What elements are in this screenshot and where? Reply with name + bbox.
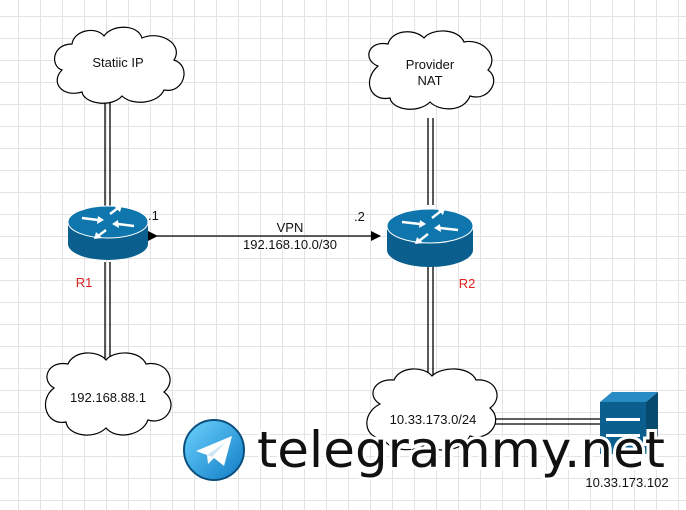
link-lan-to-server (490, 418, 600, 425)
cloud-r1-lan (44, 352, 172, 436)
cloud-provider-nat (368, 30, 495, 110)
nat-label: NAT (417, 73, 442, 88)
telegram-logo-icon (183, 419, 245, 481)
r2-lan-label: 10.33.173.0/24 (390, 412, 477, 427)
provider-label: Provider (406, 57, 455, 72)
link-r1-to-lan (104, 262, 111, 365)
r2-iface-label: .2 (354, 209, 365, 224)
link-static-to-r1 (104, 102, 111, 207)
cloud-r2-lan (366, 368, 498, 451)
static-ip-label: Statiic IP (92, 55, 143, 70)
r1-lan-label: 192.168.88.1 (70, 390, 146, 405)
server-ip-label: 10.33.173.102 (585, 475, 668, 490)
r1-iface-label: .1 (148, 208, 159, 223)
cloud-static-ip (54, 26, 185, 104)
r2-label: R2 (459, 276, 476, 291)
r1-label: R1 (76, 275, 93, 290)
watermark-text: telegrammy.net (257, 421, 665, 479)
vpn-subnet-label: 192.168.10.0/30 (243, 237, 337, 252)
server-icon (600, 392, 658, 454)
router-r2-icon (386, 208, 474, 267)
link-nat-to-r2 (427, 118, 434, 205)
vpn-label: VPN (277, 220, 304, 235)
router-r1-icon (67, 205, 149, 260)
link-r2-to-lan (427, 262, 434, 378)
